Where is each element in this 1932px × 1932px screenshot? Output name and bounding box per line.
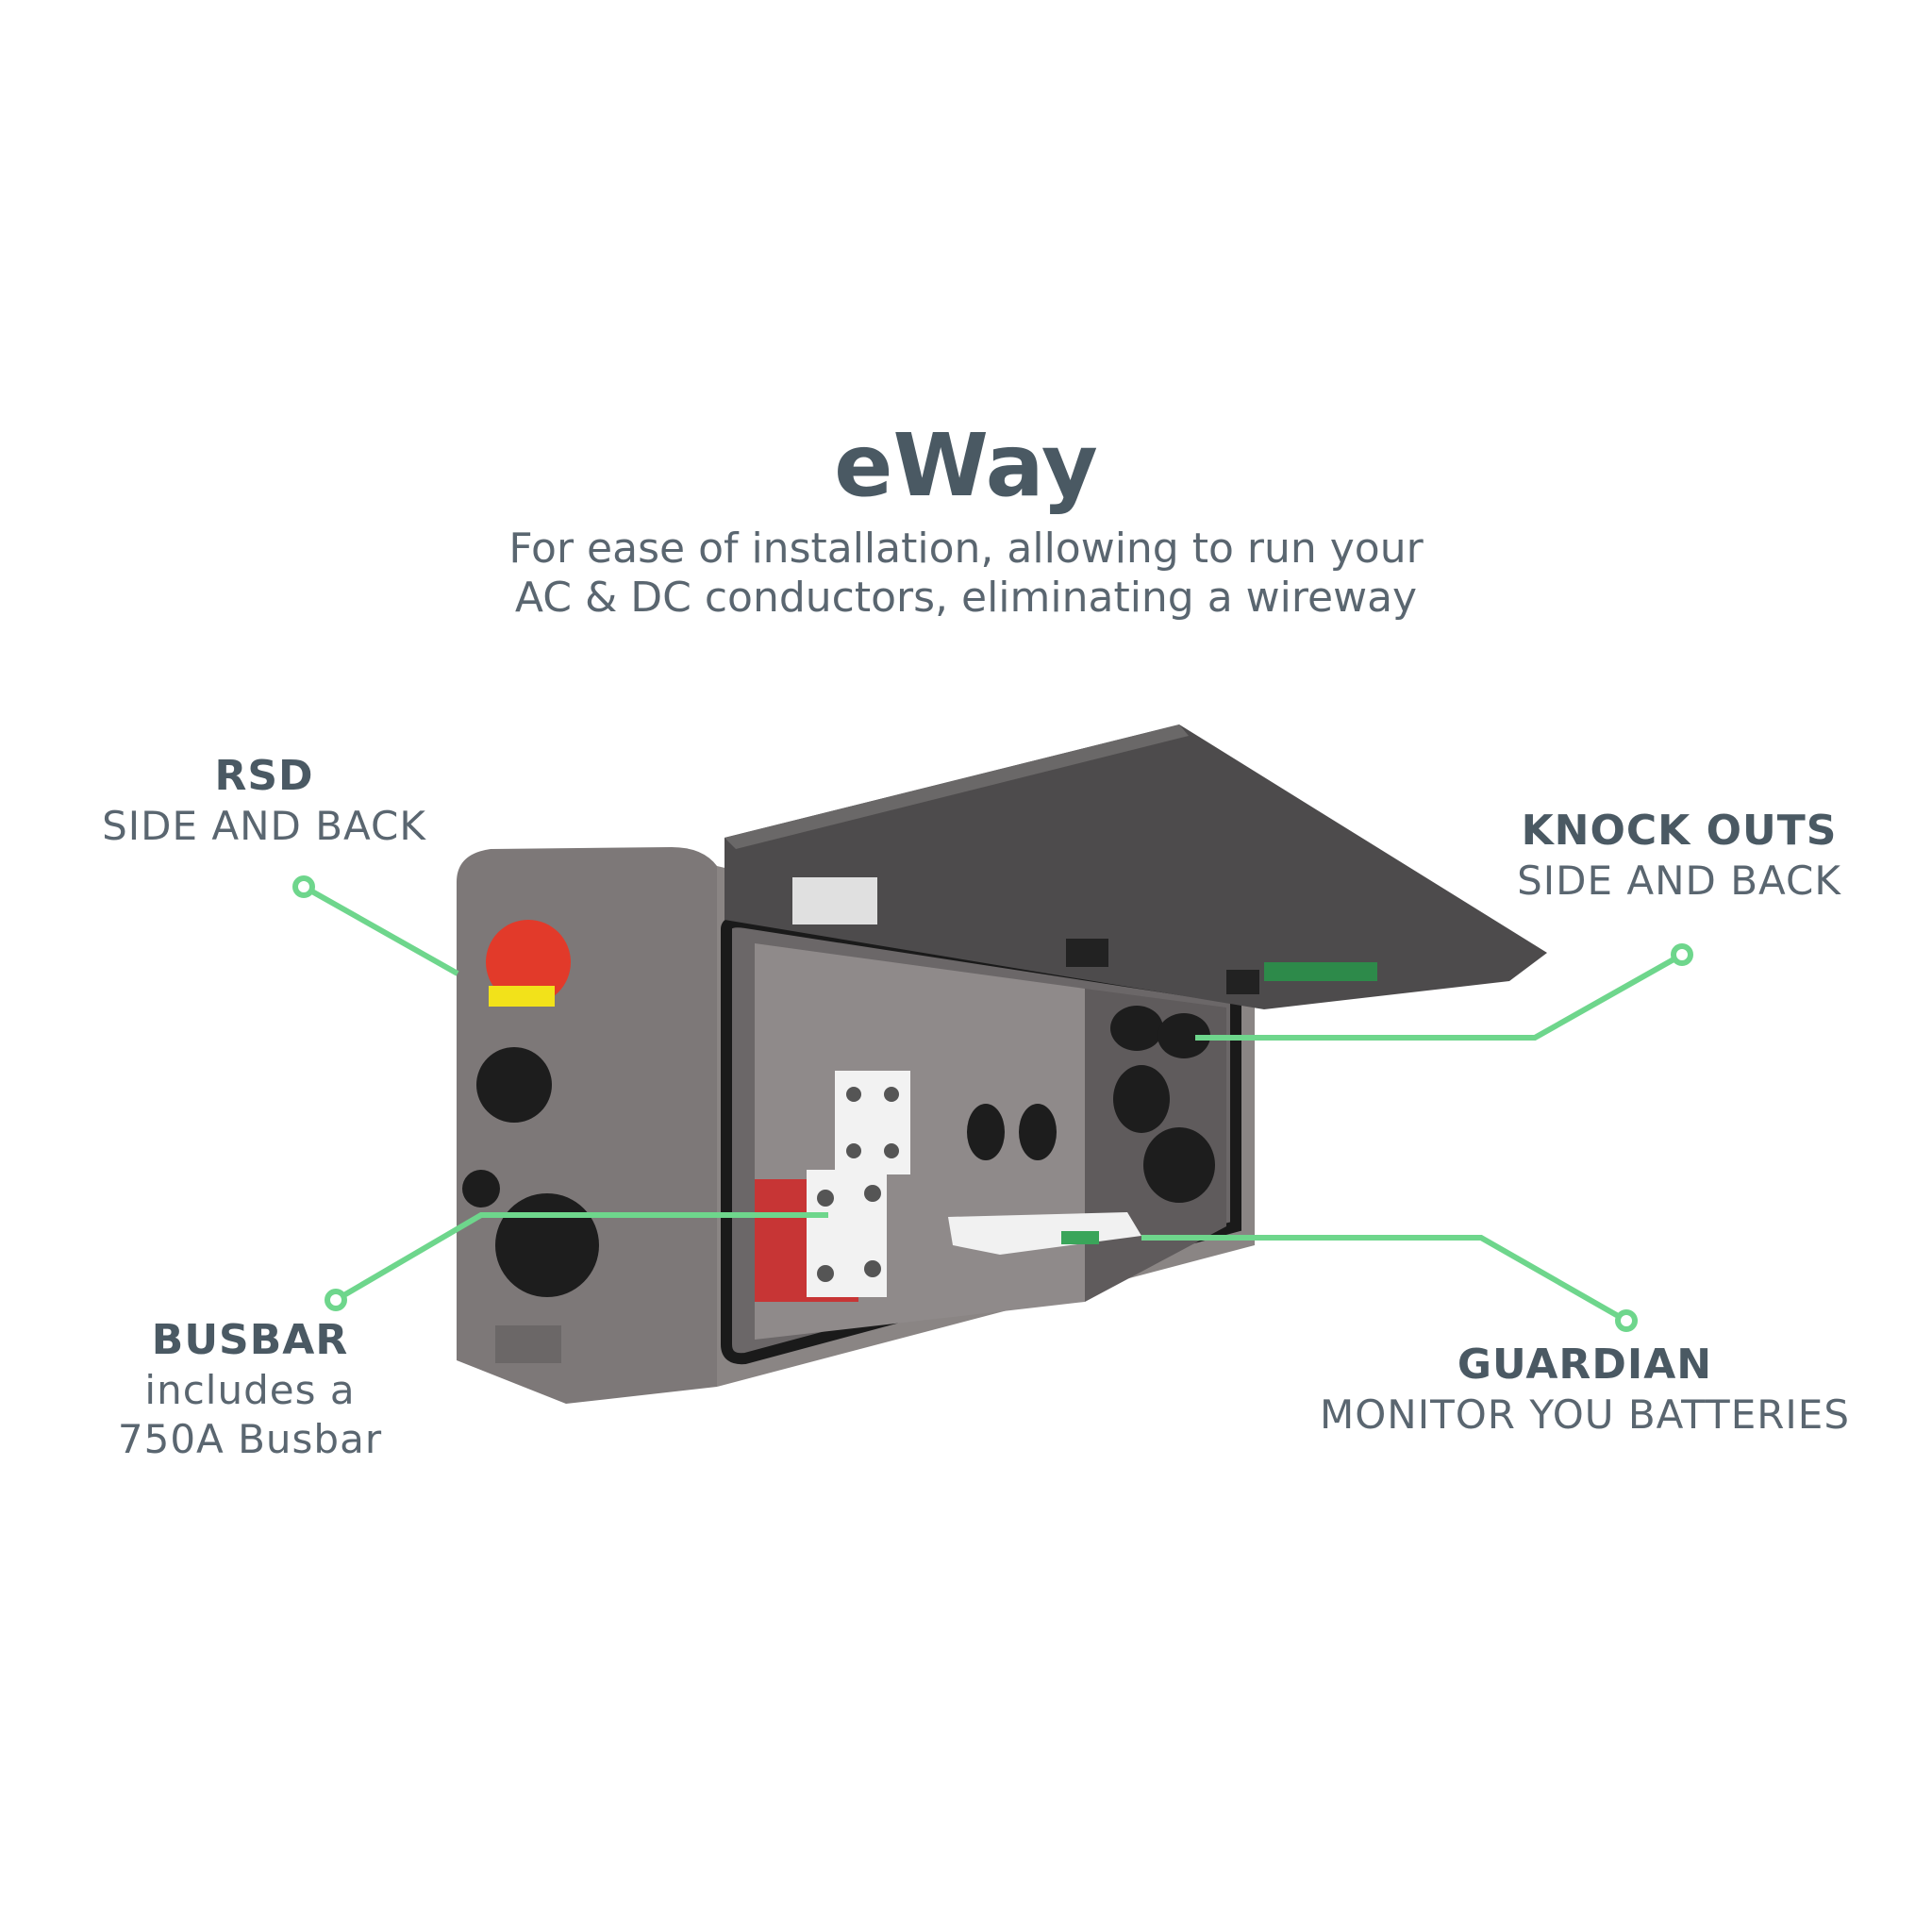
knock-outs-description: SIDE AND BACK <box>1517 858 1841 904</box>
knock-outs-leader-line <box>1195 952 1684 1041</box>
lid-hinge-right <box>1226 970 1259 994</box>
lid-hinge-left <box>792 877 877 924</box>
guardian-leader-line <box>1141 1235 1628 1324</box>
busbar-heading: BUSBAR <box>151 1316 349 1364</box>
right-knockout-2 <box>1158 1013 1210 1058</box>
back-knockout-2 <box>1019 1104 1057 1160</box>
busbar-leader-line <box>334 1212 828 1303</box>
side-mount-plate <box>495 1325 561 1363</box>
busbar-plate-top <box>835 1071 910 1174</box>
product-title: eWay <box>834 415 1098 516</box>
enclosure-illustration <box>457 724 1547 1404</box>
right-knockout-4 <box>1143 1127 1215 1203</box>
side-knockout-1 <box>476 1047 552 1123</box>
right-knockout-1 <box>1110 1006 1163 1051</box>
lid-hinge-mid <box>1066 939 1108 967</box>
knock-outs-endpoint-dot <box>1671 943 1693 966</box>
right-knockout-3 <box>1113 1065 1170 1133</box>
side-knockout-2 <box>495 1193 599 1297</box>
guardian-endpoint-dot <box>1615 1309 1638 1332</box>
subtitle-line-1: For ease of installation, allowing to ru… <box>508 525 1424 573</box>
guardian-callout: GUARDIAN MONITOR YOU BATTERIES <box>1302 1340 1868 1440</box>
guardian-heading: GUARDIAN <box>1457 1341 1713 1389</box>
guardian-led-board <box>1061 1231 1099 1244</box>
busbar-description-line-2: 750A Busbar <box>117 1416 383 1462</box>
busbar-description-line-1: includes a <box>144 1367 356 1413</box>
rsd-endpoint-dot <box>292 875 315 898</box>
rsd-leader-line <box>302 884 459 976</box>
knock-outs-heading: KNOCK OUTS <box>1521 807 1838 855</box>
busbar-endpoint-dot <box>325 1289 347 1311</box>
enclosure-side-panel <box>457 847 717 1404</box>
leader-endpoints <box>292 875 1693 1332</box>
rsd-heading: RSD <box>214 752 314 800</box>
knock-outs-callout: KNOCK OUTS SIDE AND BACK <box>1491 806 1868 906</box>
leader-lines <box>302 884 1684 1324</box>
guardian-description: MONITOR YOU BATTERIES <box>1319 1391 1851 1438</box>
rsd-description: SIDE AND BACK <box>102 803 426 849</box>
rsd-switch <box>486 920 571 1005</box>
lid-edge <box>724 724 1189 849</box>
busbar-callout: BUSBAR includes a 750A Busbar <box>94 1315 406 1464</box>
guardian-monitor <box>948 1212 1141 1255</box>
back-knockout-1 <box>967 1104 1005 1160</box>
side-knockout-small <box>462 1170 500 1208</box>
rsd-switch-base <box>489 986 555 1007</box>
rsd-callout: RSD SIDE AND BACK <box>75 751 453 851</box>
subtitle-line-2: AC & DC conductors, eliminating a wirewa… <box>514 574 1418 622</box>
lid-circuit-board <box>1264 962 1377 981</box>
product-subtitle: For ease of installation, allowing to ru… <box>0 525 1932 623</box>
